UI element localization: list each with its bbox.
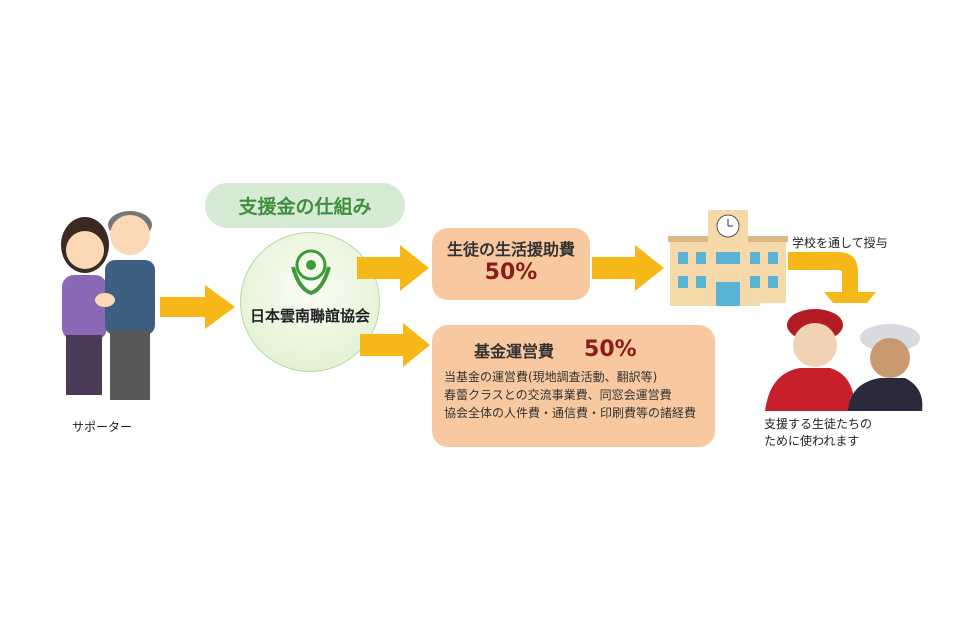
fund-line: 春蕾クラスとの交流事業費、同窓会運営費 bbox=[444, 388, 672, 402]
students-caption-line: 支援する生徒たちの bbox=[764, 417, 873, 431]
arrow-to-association bbox=[160, 285, 235, 329]
arrow-to-living-support bbox=[357, 245, 429, 291]
fund-operation-percent: 50% bbox=[584, 337, 637, 362]
fund-operation-box: 基金運営費 50% 当基金の運営費(現地調査活動、翻訳等) 春蕾クラスとの交流事業… bbox=[432, 325, 715, 447]
arrow-to-school bbox=[592, 245, 664, 291]
fund-line: 当基金の運営費(現地調査活動、翻訳等) bbox=[444, 370, 658, 384]
association-name: 日本雲南聯誼協会 bbox=[249, 307, 370, 325]
living-support-percent: 50% bbox=[484, 260, 538, 285]
school-label: 学校を通して授与 bbox=[792, 236, 888, 250]
association-circle: 日本雲南聯誼協会 bbox=[240, 232, 380, 372]
students-caption-line: ために使われます bbox=[764, 434, 860, 448]
fund-line: 協会全体の人件費・通信費・印刷費等の諸経費 bbox=[444, 406, 697, 420]
supporter-label: サポーター bbox=[72, 420, 133, 434]
living-support-label: 生徒の生活援助費 bbox=[446, 240, 575, 259]
school-icon bbox=[668, 210, 788, 306]
students-photo bbox=[760, 303, 925, 411]
title-pill: 支援金の仕組み bbox=[205, 183, 405, 228]
living-support-box: 生徒の生活援助費 50% bbox=[432, 228, 590, 300]
fund-operation-label: 基金運営費 bbox=[474, 341, 555, 361]
supporter-couple-illustration bbox=[61, 211, 155, 400]
arrow-to-fund-operation bbox=[360, 323, 430, 367]
association-logo bbox=[291, 249, 331, 295]
